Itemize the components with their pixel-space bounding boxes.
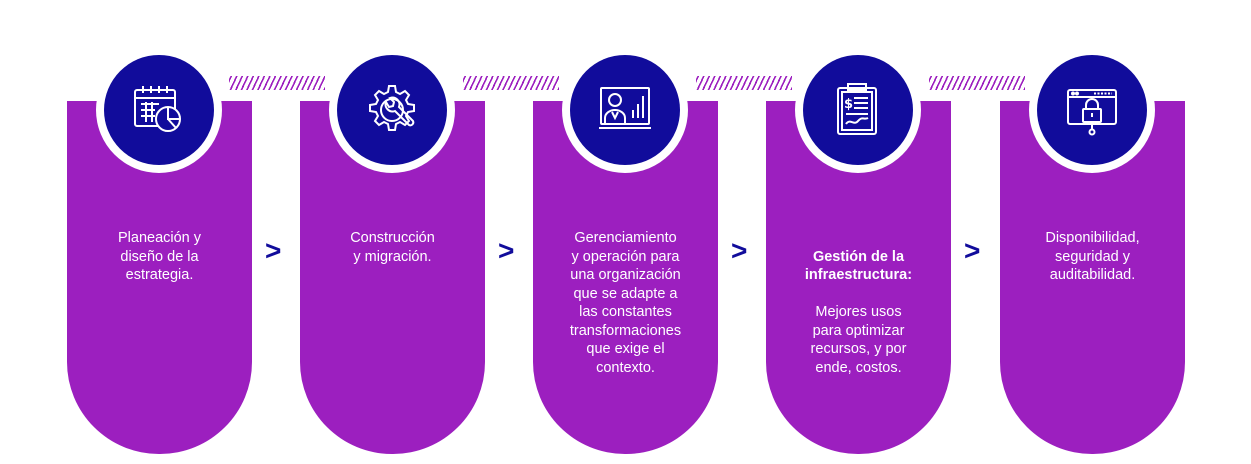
next-arrow: >: [498, 235, 515, 266]
next-arrow: >: [731, 235, 748, 266]
step-icon-circle: [337, 55, 447, 165]
step-4-body: Mejores usos para optimizar recursos, y …: [810, 304, 907, 376]
step-icon-circle: $: [803, 55, 913, 165]
step-1-text: Planeación y diseño de la estrategia.: [117, 230, 202, 283]
step-icon-circle: [570, 55, 680, 165]
step-icon-circle: [1037, 55, 1147, 165]
next-arrow: >: [964, 235, 981, 266]
connector-hatch: [463, 76, 559, 90]
svg-text:$: $: [844, 97, 853, 112]
connector-hatch: [929, 76, 1025, 90]
next-arrow: >: [265, 235, 282, 266]
step-3-text: Gerenciamiento y operación para una orga…: [569, 230, 682, 376]
step-4-heading: Gestión de la infraestructura:: [804, 248, 913, 284]
gear-wrench-icon: [369, 85, 415, 131]
budget-clipboard-icon: $: [837, 83, 877, 135]
step-5-text: Disponibilidad, seguridad y auditabilida…: [1045, 230, 1140, 283]
browser-lock-icon: [1067, 89, 1117, 136]
connector-hatch: [696, 76, 792, 90]
connector-hatch: [229, 76, 325, 90]
step-4-text: Gestión de la infraestructura: Mejores u…: [766, 229, 951, 377]
calendar-pie-chart-icon: [134, 86, 181, 132]
presentation-board-icon: [599, 87, 651, 129]
step-icon-circle: [104, 55, 214, 165]
step-2-text: Construcción y migración.: [350, 230, 435, 265]
